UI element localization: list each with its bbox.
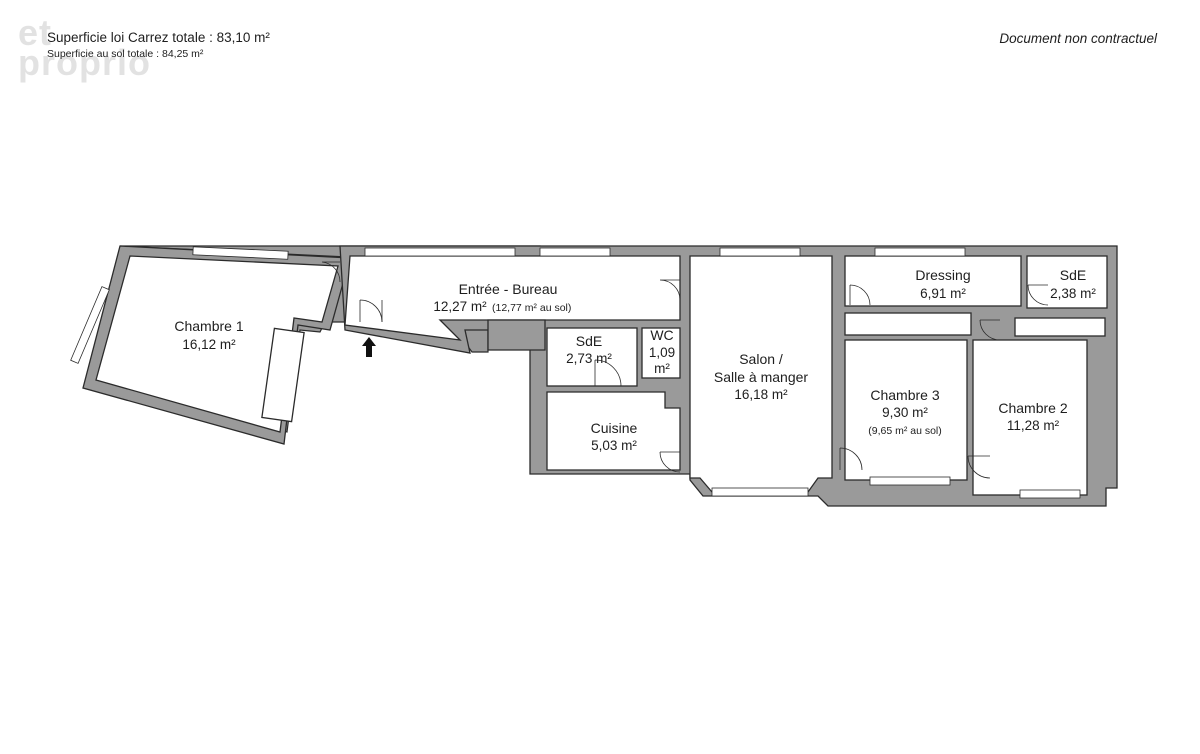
window-salon-bottom (711, 487, 809, 497)
door-dressing (849, 284, 871, 306)
label-wc-area-1: 1,09 (649, 345, 675, 360)
door-chambre3 (839, 447, 863, 471)
label-salon-area: 16,18 m² (734, 387, 788, 402)
door-chambre2 (967, 455, 991, 479)
door-chambre1 (321, 261, 341, 283)
door-salon-entree (659, 279, 681, 301)
wall-dressing-inner (844, 255, 1022, 307)
watermark-logo: et proprio (18, 12, 151, 83)
wall-sde2-inner (1026, 255, 1108, 309)
label-cuisine-area: 5,03 m² (591, 438, 637, 453)
label-sde2-area: 2,38 m² (1050, 286, 1096, 301)
wall-chambre3-inner (844, 339, 968, 481)
label-dressing-name: Dressing (915, 267, 970, 283)
label-chambre3-name: Chambre 3 (870, 387, 939, 403)
floor-total: Superficie au sol totale : 84,25 m² (47, 48, 204, 60)
label-sde2-name: SdE (1060, 267, 1086, 283)
wall-cuisine-inner (546, 391, 681, 471)
label-chambre3-area: 9,30 m² (882, 405, 928, 420)
room-labels: Chambre 1 16,12 m² Entrée - Bureau 12,27… (174, 267, 1096, 453)
window-entree-top-2 (539, 247, 611, 257)
disclaimer: Document non contractuel (999, 31, 1157, 46)
wall-entree-inner (344, 255, 681, 341)
wall-entree-niche (487, 319, 546, 351)
label-chambre1-area: 16,12 m² (182, 337, 236, 352)
door-chambre3-top (979, 319, 1001, 341)
label-chambre2-name: Chambre 2 (998, 400, 1067, 416)
wall-wc-inner (641, 327, 681, 379)
label-salon-name-1: Salon / (739, 351, 783, 367)
window-chambre1-top (192, 246, 289, 260)
label-salon-name-2: Salle à manger (714, 369, 809, 385)
door-cuisine (659, 451, 681, 473)
door-sde1 (594, 359, 622, 387)
window-chambre3-bottom (869, 476, 951, 486)
label-entree-sub: (12,77 m² au sol) (492, 302, 571, 314)
closet-chambre2 (1014, 317, 1106, 337)
carrez-total: Superficie loi Carrez totale : 83,10 m² (47, 30, 270, 45)
window-entree-top-1 (364, 247, 516, 257)
logo-line-1: et (18, 12, 53, 53)
label-wc-area-2: m² (654, 361, 670, 376)
label-entree-area: 12,27 m² (433, 299, 487, 314)
entrance-arrow-icon (362, 337, 376, 357)
label-wc-name: WC (650, 327, 673, 343)
label-entree-name: Entrée - Bureau (459, 281, 558, 297)
label-cuisine-name: Cuisine (591, 420, 638, 436)
label-chambre2-area: 11,28 m² (1007, 418, 1060, 433)
wall-outlines (82, 245, 1118, 507)
wall-sde1-inner (546, 327, 638, 387)
window-dressing-top (874, 247, 966, 257)
window-chambre1-left (70, 286, 110, 364)
label-sde1-name: SdE (576, 333, 602, 349)
label-sde1-area: 2,73 m² (566, 351, 612, 366)
label-chambre3-sub: (9,65 m² au sol) (868, 425, 942, 437)
logo-line-2: proprio (18, 42, 151, 83)
window-chambre2-bottom (1019, 489, 1081, 499)
windows (70, 246, 1081, 499)
window-salon-top (719, 247, 801, 257)
wall-chambre2-inner (972, 339, 1088, 496)
door-sde2 (1027, 284, 1049, 306)
label-dressing-area: 6,91 m² (920, 286, 966, 301)
closet-chambre1 (261, 327, 305, 423)
label-chambre1-name: Chambre 1 (174, 318, 243, 334)
closet-dressing (844, 312, 972, 336)
doors (321, 261, 1049, 479)
